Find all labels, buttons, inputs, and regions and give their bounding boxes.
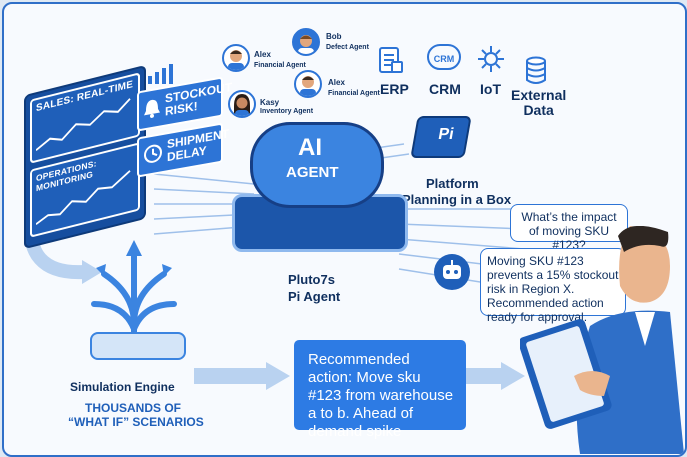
platform-title: Platform — [426, 176, 479, 191]
agent-name: Kasy — [260, 98, 280, 107]
person-with-tablet-illustration — [520, 226, 684, 454]
agent-name: Bob — [326, 32, 342, 41]
avatar — [222, 44, 250, 72]
avatar — [292, 28, 320, 56]
simulation-platform — [90, 332, 186, 360]
sales-panel: SALES: REAL-TIME — [30, 72, 140, 164]
robot-icon — [443, 260, 461, 279]
answer-bubble: Moving SKU #123 prevents a 15% stockout … — [480, 248, 626, 324]
simulation-line2: “WHAT IF” SCENARIOS — [68, 415, 204, 429]
erp-label: ERP — [380, 81, 409, 97]
cloud-icon: CRM — [427, 44, 461, 70]
pi-chip: Pi — [410, 116, 472, 158]
clock-icon — [144, 144, 162, 163]
branching-arrows-icon — [91, 240, 177, 337]
operations-panel: OPERATIONS: MONITORING — [30, 142, 140, 238]
monitoring-dashboard: SALES: REAL-TIME OPERATIONS: MONITORING — [24, 64, 146, 250]
database-icon — [526, 56, 546, 84]
recommended-action-box: Recommended action: Move sku #123 from w… — [294, 340, 466, 440]
question-bubble: What’s the impact of moving SKU #123? — [510, 204, 628, 252]
person-icon — [234, 94, 250, 116]
platform-subtitle: Planning in a Box — [402, 192, 512, 207]
agent-name: Alex — [328, 78, 345, 87]
shipment-alert: SHIPMENT DELAY — [137, 122, 229, 178]
simulation-line1: THOUSANDS OF — [85, 401, 181, 415]
pi-agent-caption-line2: Pi Agent — [288, 289, 341, 304]
network-icon — [478, 46, 504, 72]
bar-chart-icon — [148, 64, 173, 84]
operations-line-chart-icon — [36, 170, 131, 225]
external-data-label: External Data — [511, 87, 567, 118]
pi-chip-label: Pi — [436, 126, 456, 143]
crm-label: CRM — [429, 81, 461, 97]
simulation-title: Simulation Engine — [70, 380, 175, 394]
pi-agent-caption-line1: Pluto7s — [288, 272, 335, 287]
agent-role: Financial Agent — [328, 90, 380, 97]
agent-role: Defect Agent — [326, 44, 369, 51]
avatar — [228, 90, 256, 118]
sales-line-chart-icon — [36, 98, 131, 151]
agent-role: Inventory Agent — [260, 108, 314, 115]
bot-avatar — [434, 254, 470, 290]
alarm-bell-icon — [144, 99, 160, 118]
iot-label: IoT — [480, 81, 501, 97]
person-icon — [300, 76, 316, 96]
ai-agent-brain — [250, 122, 384, 208]
ai-agent-label-line1: AI — [298, 134, 322, 161]
avatar — [294, 70, 322, 98]
ai-agent-label-line2: AGENT — [286, 164, 339, 181]
stockout-alert: STOCKOUT RISK! — [137, 76, 232, 132]
agent-role: Financial Agent — [254, 62, 306, 69]
person-icon — [228, 50, 244, 70]
person-icon — [298, 35, 314, 54]
stockout-alert-line2: RISK! — [165, 98, 198, 119]
document-icon — [379, 47, 403, 73]
agent-name: Alex — [254, 50, 271, 59]
